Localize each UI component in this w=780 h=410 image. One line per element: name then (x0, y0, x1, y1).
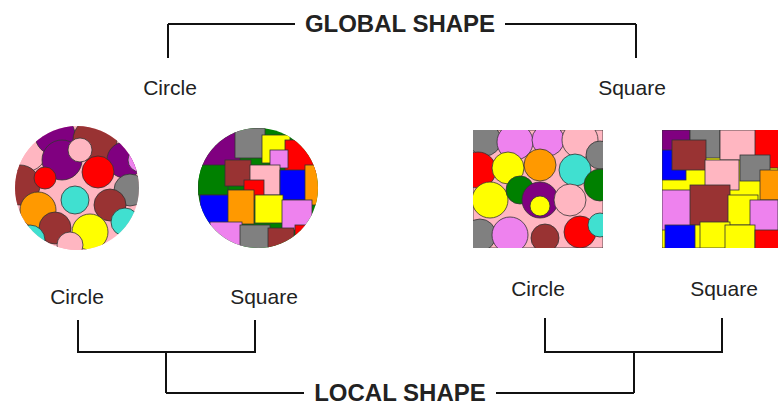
shape-piece (522, 182, 558, 218)
shape-piece (496, 392, 634, 394)
shape-piece (672, 140, 706, 170)
shape-piece (635, 24, 637, 58)
shape-piece (111, 208, 139, 236)
shape-piece (662, 190, 692, 230)
shape-piece (198, 165, 228, 195)
group-heading: LOCAL SHAPE (314, 379, 486, 407)
shape-piece (61, 186, 89, 214)
shape-piece (78, 320, 255, 352)
category-label: Circle (143, 76, 197, 100)
shape-piece (665, 225, 695, 248)
circle-of-circles (0, 115, 152, 260)
shape-piece (57, 232, 83, 258)
shape-piece (128, 148, 152, 172)
category-label: Square (598, 76, 666, 100)
shape-piece (210, 222, 242, 252)
shape-piece (588, 213, 603, 237)
square-of-squares (662, 130, 778, 248)
shape-piece (492, 217, 528, 248)
shape-piece (295, 225, 325, 253)
shape-piece (530, 196, 550, 216)
shape-piece (305, 165, 325, 205)
shape-piece (505, 23, 636, 25)
shape-piece (15, 225, 45, 255)
category-label: Square (690, 277, 758, 301)
bracket (78, 24, 722, 393)
category-label: Circle (50, 285, 104, 309)
shape-piece (195, 125, 325, 255)
shape-piece (228, 190, 254, 224)
shape-piece (200, 195, 230, 225)
category-label: Circle (511, 277, 565, 301)
shape-piece (240, 225, 270, 253)
shape-piece (168, 23, 295, 25)
shape-piece (167, 24, 169, 58)
shape-piece (690, 185, 730, 225)
shape-piece (531, 224, 559, 248)
category-label: Square (230, 285, 298, 309)
shape-piece (725, 225, 755, 248)
square-of-circles (473, 130, 603, 248)
shape-piece (633, 352, 635, 393)
shape-piece (82, 156, 114, 188)
shape-piece (524, 149, 556, 181)
shape-piece (34, 167, 56, 189)
shape-piece (755, 230, 778, 248)
shape-piece (235, 128, 265, 158)
group-heading: GLOBAL SHAPE (305, 10, 495, 38)
circle-of-squares (195, 125, 325, 255)
shape-piece (268, 228, 294, 254)
shape-piece (554, 184, 586, 216)
shape-piece (68, 138, 92, 162)
shape-piece (760, 170, 778, 200)
shape-piece (545, 318, 722, 352)
shape-piece (166, 392, 304, 394)
shape-piece (473, 182, 508, 218)
shape-piece (165, 352, 167, 393)
shape-piece (584, 169, 603, 201)
shape-piece (255, 195, 283, 223)
